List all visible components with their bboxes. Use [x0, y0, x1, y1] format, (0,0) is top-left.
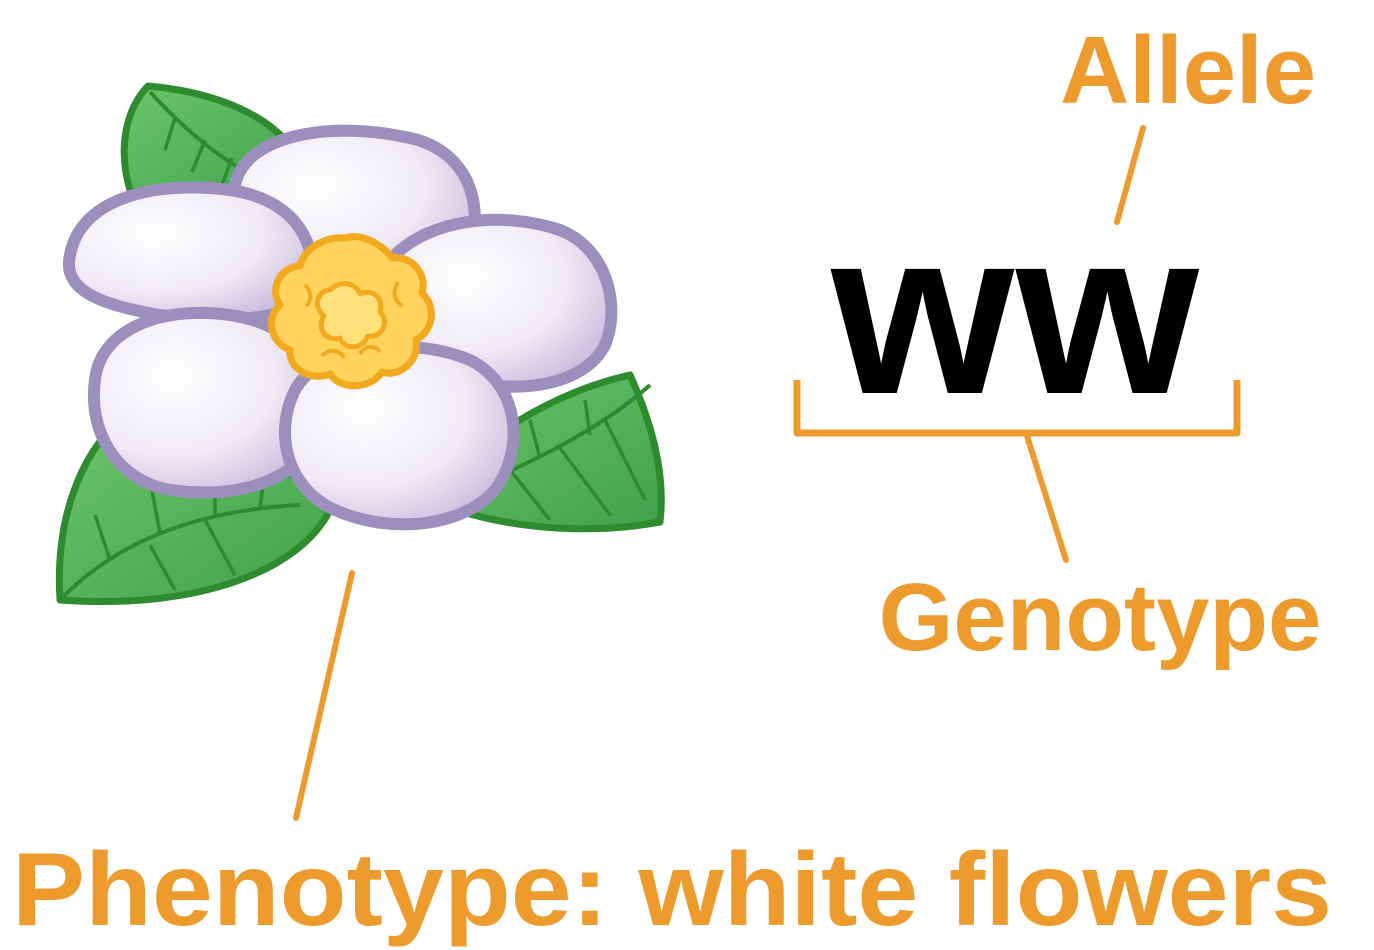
- genotype-letters: ww: [830, 180, 1201, 443]
- white-flower-icon: [55, 82, 665, 606]
- flower-center-icon: [267, 233, 435, 390]
- genotype-pointer-line: [1024, 433, 1069, 563]
- genotype-bracket: [793, 380, 1241, 437]
- phenotype-pointer-line: [293, 570, 355, 821]
- allele-label: Allele: [1060, 17, 1316, 124]
- genotype-label: Genotype: [879, 564, 1322, 671]
- allele-pointer-line: [1114, 125, 1146, 225]
- phenotype-label: Phenotype: white flowers: [12, 832, 1332, 948]
